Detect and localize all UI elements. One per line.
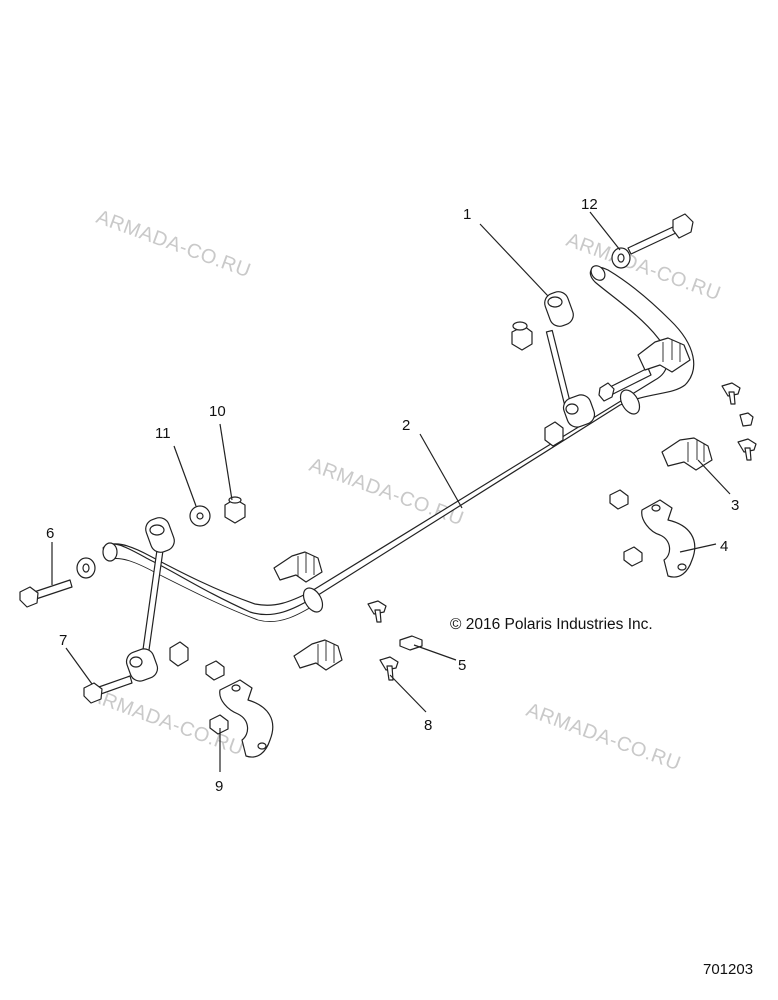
bushing-center-lower <box>293 639 343 671</box>
stabilizer-bar <box>102 265 695 622</box>
bolt-7 <box>83 675 133 704</box>
watermark-1: ARMADA-CO.RU <box>93 206 253 282</box>
copyright-notice: © 2016 Polaris Industries Inc. <box>450 616 653 633</box>
link-left <box>125 517 189 682</box>
callout-1: 1 <box>463 206 471 223</box>
fasteners-center <box>367 600 423 681</box>
callout-5: 5 <box>458 657 466 674</box>
callout-2: 2 <box>402 417 410 434</box>
bolt-right-bar <box>598 367 652 402</box>
link-right <box>511 291 596 447</box>
watermark-3: ARMADA-CO.RU <box>306 454 466 530</box>
figure-number: 701203 <box>703 961 753 978</box>
callout-8: 8 <box>424 717 432 734</box>
clamp-left <box>219 679 274 758</box>
nut-10 <box>224 496 246 524</box>
callout-6: 6 <box>46 525 54 542</box>
callout-9: 9 <box>215 778 223 795</box>
callout-11: 11 <box>155 425 171 442</box>
callout-3: 3 <box>731 497 739 514</box>
watermark-5: ARMADA-CO.RU <box>523 699 683 775</box>
callout-7: 7 <box>59 632 67 649</box>
leader-lines <box>51 211 731 772</box>
fasteners-right <box>609 382 757 567</box>
bushing-center-upper <box>273 551 323 583</box>
bushing-3 <box>661 437 713 471</box>
bolt-12 <box>611 213 694 269</box>
clamp-4 <box>641 499 696 578</box>
bushing-right-upper <box>637 337 691 373</box>
bolt-6 <box>19 557 96 608</box>
callout-10: 10 <box>209 403 226 420</box>
callouts: 1 2 3 4 5 6 7 8 9 10 11 12 <box>46 196 739 795</box>
nuts-left <box>205 660 229 735</box>
callout-4: 4 <box>720 538 728 555</box>
washer-11 <box>189 505 211 527</box>
callout-12: 12 <box>581 196 598 213</box>
